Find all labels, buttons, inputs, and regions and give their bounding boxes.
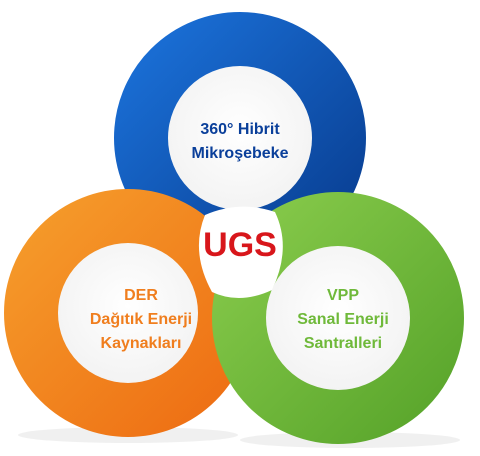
green-ring-line-3: Santralleri (303, 335, 383, 352)
orange-ring-line-3: Kaynakları (100, 335, 182, 352)
blue-ring-label: 360° Hibrit Mikroşebeke (150, 118, 330, 166)
green-ring (212, 192, 464, 444)
orange-ring-line-1: DER (124, 287, 158, 304)
orange-ring-center (58, 243, 198, 383)
green-ring-line-2: Sanal Enerji (297, 311, 389, 328)
green-ring-line-1: VPP (326, 287, 359, 304)
orange-ring-line-2: Dağıtık Enerji (89, 311, 193, 328)
blue-ring-line-1: 360° Hibrit (200, 121, 280, 138)
orange-ring-label: DER Dağıtık Enerji Kaynakları (56, 284, 226, 356)
green-ring-label: VPP Sanal Enerji Santralleri (258, 284, 428, 356)
blue-ring-center (168, 66, 312, 210)
blue-ring-line-2: Mikroşebeke (191, 145, 289, 162)
green-ring-center (266, 246, 410, 390)
center-label: UGS (203, 226, 277, 264)
center-overlap (198, 206, 283, 299)
